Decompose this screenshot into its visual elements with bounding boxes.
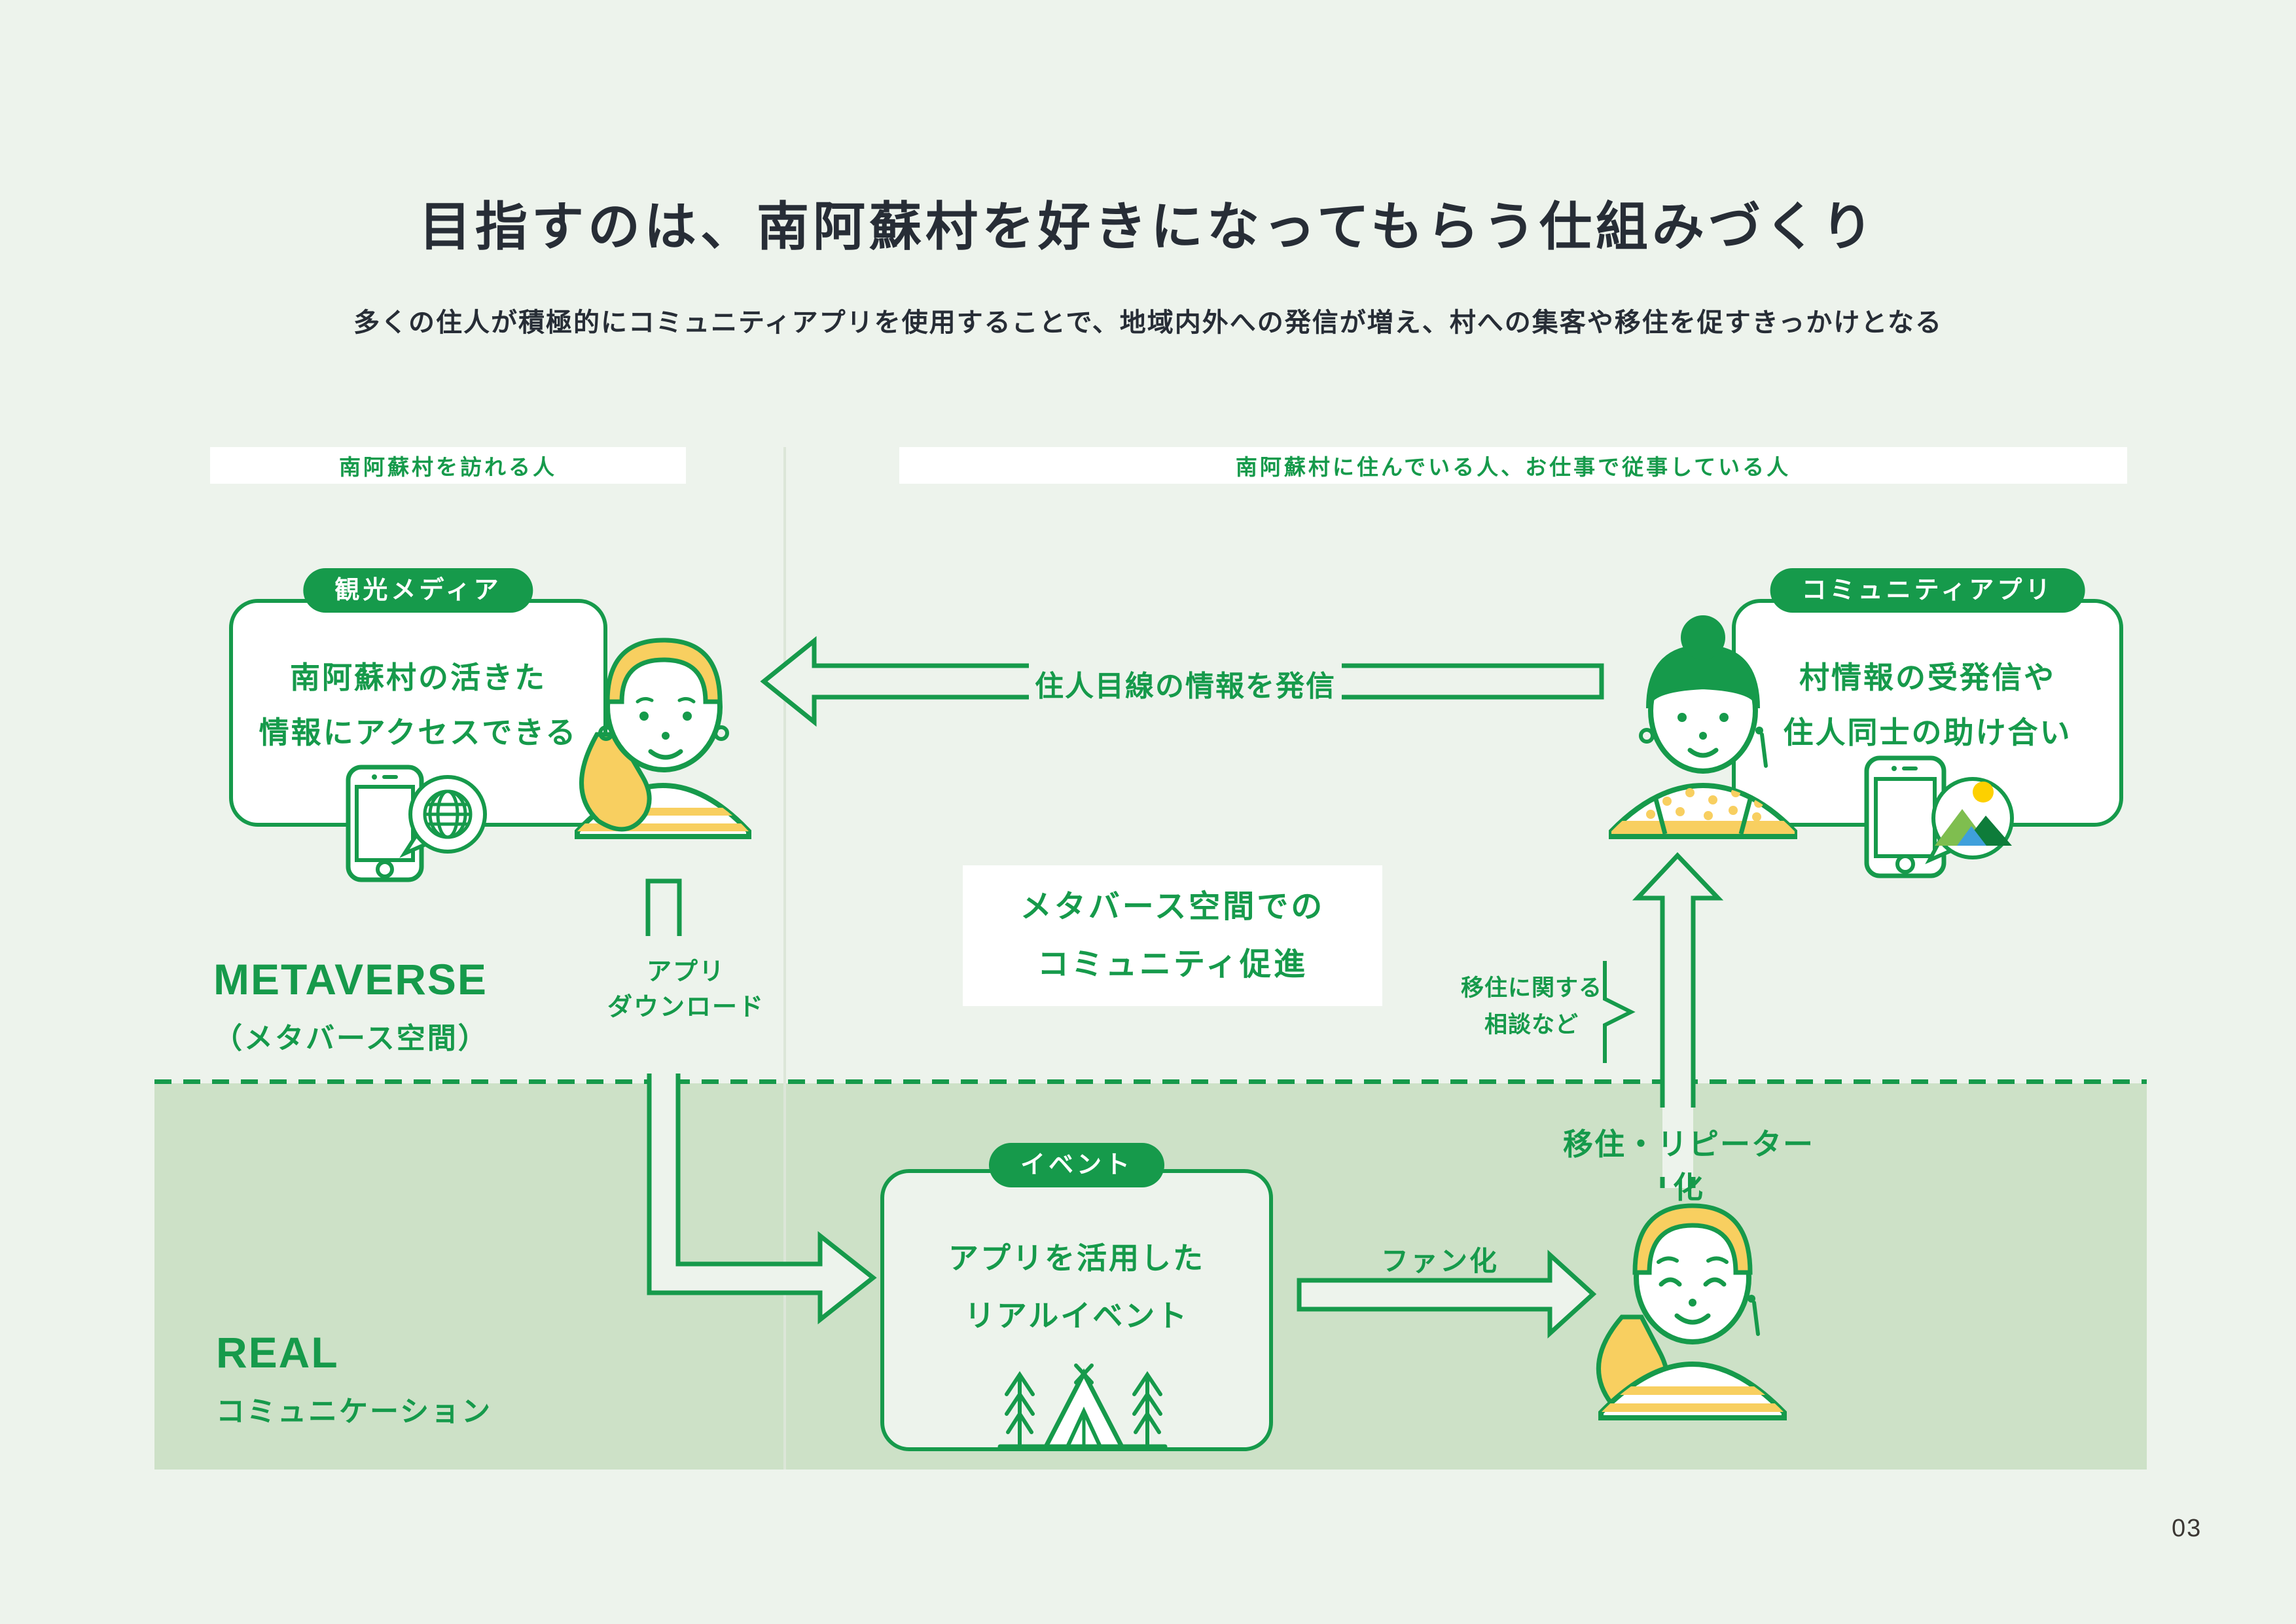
community-app-badge: コミュニティアプリ xyxy=(1770,568,2085,613)
community-app-line1: 村情報の受発信や xyxy=(1799,660,2056,695)
tourism-media-card: 観光メディア 南阿蘇村の活きた 情報にアクセスできる xyxy=(229,568,607,827)
header-residents-label: 南阿蘇村に住んでいる人、お仕事で従事している人 xyxy=(1235,455,1791,479)
event-line2: リアルイベント xyxy=(964,1299,1189,1333)
tourism-media-line1: 南阿蘇村の活きた xyxy=(290,660,547,695)
community-app-card: コミュニティアプリ 村情報の受発信や 住人同士の助け合い xyxy=(1732,568,2123,827)
tourism-media-line2: 情報にアクセスできる xyxy=(259,715,578,749)
app-download-line2: ダウンロード xyxy=(607,994,764,1021)
consult-line1: 移住に関する xyxy=(1460,975,1602,1001)
metaverse-callout-line2: コミュニティ促進 xyxy=(1037,947,1308,982)
consult-bracket xyxy=(1603,961,1636,1063)
zone-dashed-separator xyxy=(154,1079,2147,1084)
page-subtitle: 多くの住人が積極的にコミュニティアプリを使用することで、地域内外への発信が増え、… xyxy=(353,308,1943,337)
header-visitors: 南阿蘇村を訪れる人 xyxy=(210,447,686,484)
consult-label: 移住に関する 相談など xyxy=(1456,970,1607,1043)
real-zone-label-ja: コミュニケーション xyxy=(216,1396,493,1428)
event-line1: アプリを活用した xyxy=(948,1241,1205,1275)
header-visitors-label: 南阿蘇村を訪れる人 xyxy=(339,455,557,479)
event-badge: イベント xyxy=(988,1143,1165,1187)
header-residents: 南阿蘇村に住んでいる人、お仕事で従事している人 xyxy=(899,447,2127,484)
metaverse-callout-box: メタバース空間での コミュニティ促進 xyxy=(963,865,1382,1006)
community-app-line2: 住人同士の助け合い xyxy=(1783,715,2072,749)
page-number: 03 xyxy=(2172,1515,2202,1542)
metaverse-zone-label: METAVERSE （メタバース空間） xyxy=(213,954,489,1056)
metaverse-callout-line1: メタバース空間での xyxy=(1020,889,1325,924)
real-zone-label-en: REAL xyxy=(216,1328,339,1377)
column-divider-line xyxy=(783,447,786,1470)
page-title: 目指すのは、南阿蘇村を好きになってもらう仕組みづくり xyxy=(419,198,1877,256)
tourism-media-card-text: 南阿蘇村の活きた 情報にアクセスできる xyxy=(233,650,603,760)
fan-arrow-label: ファン化 xyxy=(1380,1246,1499,1276)
tourism-media-badge: 観光メディア xyxy=(303,568,533,613)
real-zone-label: REAL コミュニケーション xyxy=(216,1327,492,1430)
community-app-card-text: 村情報の受発信や 住人同士の助け合い xyxy=(1736,650,2119,760)
consult-line2: 相談など xyxy=(1484,1012,1579,1038)
broadcast-arrow-label: 住人目線の情報を発信 xyxy=(1035,670,1336,702)
app-download-line1: アプリ xyxy=(646,958,725,986)
event-card: イベント アプリを活用した リアルイベント xyxy=(880,1143,1273,1451)
event-card-text: アプリを活用した リアルイベント xyxy=(884,1229,1269,1344)
migration-arrow-label: 移住・リピーター化 xyxy=(1563,1127,1814,1204)
metaverse-zone-label-ja: （メタバース空間） xyxy=(213,1022,489,1055)
app-download-label: アプリ ダウンロード xyxy=(594,954,778,1025)
metaverse-zone-label-en: METAVERSE xyxy=(213,955,488,1003)
